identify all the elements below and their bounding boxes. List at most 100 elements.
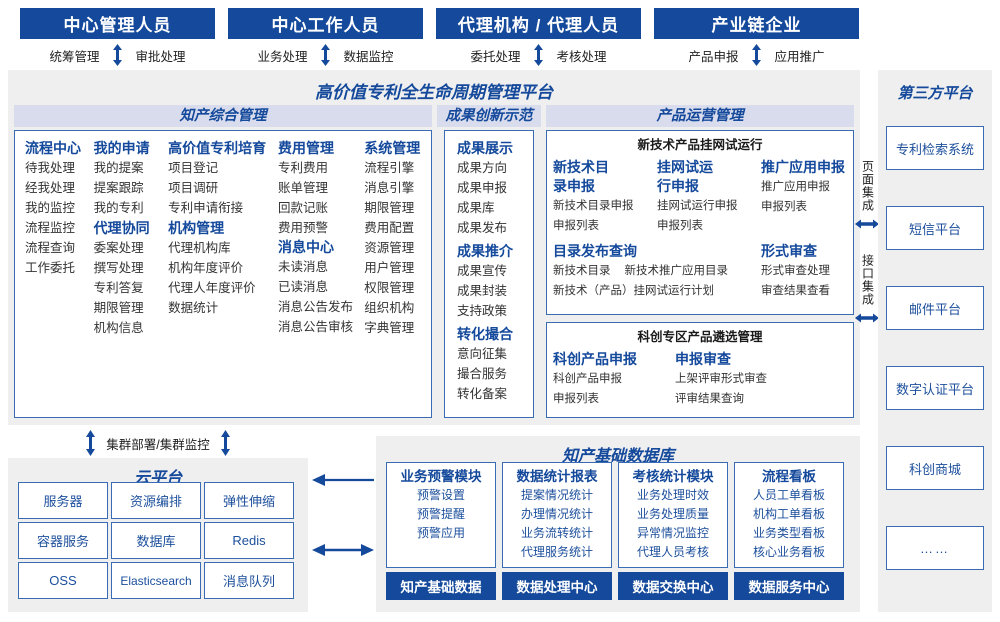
menu-item[interactable]: 形式审查处理 [761,265,830,277]
database-item[interactable]: 办理情况统计 [520,507,593,521]
menu-item[interactable]: 挂网试运行申报 [657,200,738,212]
database-item[interactable]: 业务流转统计 [520,526,593,540]
menu-item[interactable]: 评审结果查询 [675,393,744,405]
database-item[interactable]: 预警设置 [416,488,465,502]
menu-item[interactable]: 账单管理 [278,181,329,195]
menu-item[interactable]: 流程引擎 [364,161,415,175]
database-footer[interactable]: 知产基础数据 [386,572,496,600]
database-item[interactable]: 业务类型看板 [752,526,825,540]
third-party-item-4[interactable]: 科创商城 [886,446,984,490]
menu-item[interactable]: 成果库 [457,201,495,215]
menu-item[interactable]: 新技术目录申报 [553,200,634,212]
menu-item[interactable]: 科创产品申报 [553,373,622,385]
menu-item[interactable]: 机构年度评价 [168,261,244,275]
database-item[interactable]: 机构工单看板 [752,507,825,521]
menu-item[interactable]: 转化备案 [457,387,508,401]
database-item[interactable]: 预警应用 [416,526,465,540]
database-item[interactable]: 异常情况监控 [636,526,709,540]
menu-item[interactable]: 意向征集 [457,347,508,361]
menu-item[interactable]: 回款记账 [278,201,329,215]
menu-item[interactable]: 流程监控 [25,221,76,235]
third-party-item-2[interactable]: 邮件平台 [886,286,984,330]
menu-item[interactable]: 成果申报 [457,181,508,195]
menu-item[interactable]: 消息公告审核 [278,320,354,334]
third-party-item-3[interactable]: 数字认证平台 [886,366,984,410]
cloud-cell[interactable]: 弹性伸缩 [204,482,294,519]
cloud-cell[interactable]: 容器服务 [18,522,108,559]
menu-item[interactable]: 数据统计 [168,301,219,315]
cloud-cell[interactable]: OSS [18,562,108,599]
menu-item[interactable]: 消息引擎 [364,181,415,195]
menu-item[interactable]: 已读消息 [278,280,329,294]
menu-item[interactable]: 专利答复 [93,281,144,295]
menu-item[interactable]: 待我处理 [25,161,76,175]
menu-item[interactable]: 我的监控 [25,201,76,215]
role-bar-0[interactable]: 中心管理人员 [20,8,215,39]
menu-item[interactable]: 流程查询 [25,241,76,255]
menu-item[interactable]: 成果方向 [457,161,508,175]
menu-item[interactable]: 期限管理 [93,301,144,315]
menu-item[interactable]: 撮合服务 [457,367,508,381]
database-footer[interactable]: 数据交换中心 [618,572,728,600]
menu-item[interactable]: 代理机构库 [168,241,231,255]
menu-item[interactable]: 申报列表 [657,220,703,232]
menu-item[interactable]: 代理人年度评价 [168,281,256,295]
database-item[interactable]: 代理服务统计 [520,545,593,559]
cloud-cell[interactable]: 消息队列 [204,562,294,599]
menu-item[interactable]: 机构信息 [93,321,144,335]
menu-item[interactable]: 上架评审形式审查 [675,373,767,385]
menu-item[interactable]: 审查结果查看 [761,285,830,297]
role-bar-2[interactable]: 代理机构 / 代理人员 [436,8,641,39]
menu-item[interactable]: 委案处理 [93,241,144,255]
third-party-item-1[interactable]: 短信平台 [886,206,984,250]
menu-item[interactable]: 专利费用 [278,161,329,175]
menu-item[interactable]: 权限管理 [364,281,415,295]
menu-item[interactable]: 消息公告发布 [278,300,354,314]
database-item[interactable]: 提案情况统计 [520,488,593,502]
menu-item[interactable]: 专利申请衔接 [168,201,244,215]
database-footer[interactable]: 数据服务中心 [734,572,844,600]
menu-item[interactable]: 申报列表 [761,201,807,213]
menu-item[interactable]: 成果封装 [457,284,508,298]
menu-item[interactable]: 新技术推广应用目录 [624,265,729,277]
menu-item[interactable]: 我的专利 [93,201,144,215]
menu-item[interactable]: 经我处理 [25,181,76,195]
menu-item[interactable]: 工作委托 [25,261,76,275]
third-party-item-5[interactable]: …… [886,526,984,570]
database-item[interactable]: 业务处理时效 [636,488,709,502]
database-item[interactable]: 预警提醒 [416,507,465,521]
menu-item[interactable]: 撰写处理 [93,261,144,275]
menu-item[interactable]: 资源管理 [364,241,415,255]
cloud-cell[interactable]: Redis [204,522,294,559]
menu-item[interactable]: 未读消息 [278,260,329,274]
menu-item[interactable]: 我的提案 [93,161,144,175]
cloud-cell[interactable]: 数据库 [111,522,201,559]
menu-item[interactable]: 新技术目录 [553,265,611,277]
menu-item[interactable]: 字典管理 [364,321,415,335]
menu-item[interactable]: 成果发布 [457,221,508,235]
database-footer[interactable]: 数据处理中心 [502,572,612,600]
menu-item[interactable]: 项目调研 [168,181,219,195]
database-item[interactable]: 代理人员考核 [636,545,709,559]
role-bar-1[interactable]: 中心工作人员 [228,8,423,39]
cloud-cell[interactable]: 资源编排 [111,482,201,519]
menu-item[interactable]: 费用预警 [278,221,329,235]
menu-item[interactable]: 支持政策 [457,304,508,318]
menu-item[interactable]: 组织机构 [364,301,415,315]
cloud-cell[interactable]: Elasticsearch [111,562,201,599]
database-item[interactable]: 人员工单看板 [752,488,825,502]
menu-item[interactable]: 新技术（产品）挂网试运行计划 [553,285,714,297]
menu-item[interactable]: 提案跟踪 [93,181,144,195]
third-party-item-0[interactable]: 专利检索系统 [886,126,984,170]
menu-item[interactable]: 用户管理 [364,261,415,275]
menu-item[interactable]: 项目登记 [168,161,219,175]
menu-item[interactable]: 费用配置 [364,221,415,235]
role-bar-3[interactable]: 产业链企业 [654,8,859,39]
database-item[interactable]: 核心业务看板 [752,545,825,559]
database-item[interactable]: 业务处理质量 [636,507,709,521]
menu-item[interactable]: 期限管理 [364,201,415,215]
cloud-cell[interactable]: 服务器 [18,482,108,519]
menu-item[interactable]: 推广应用申报 [761,181,830,193]
menu-item[interactable]: 成果宣传 [457,264,508,278]
menu-item[interactable]: 申报列表 [553,220,599,232]
